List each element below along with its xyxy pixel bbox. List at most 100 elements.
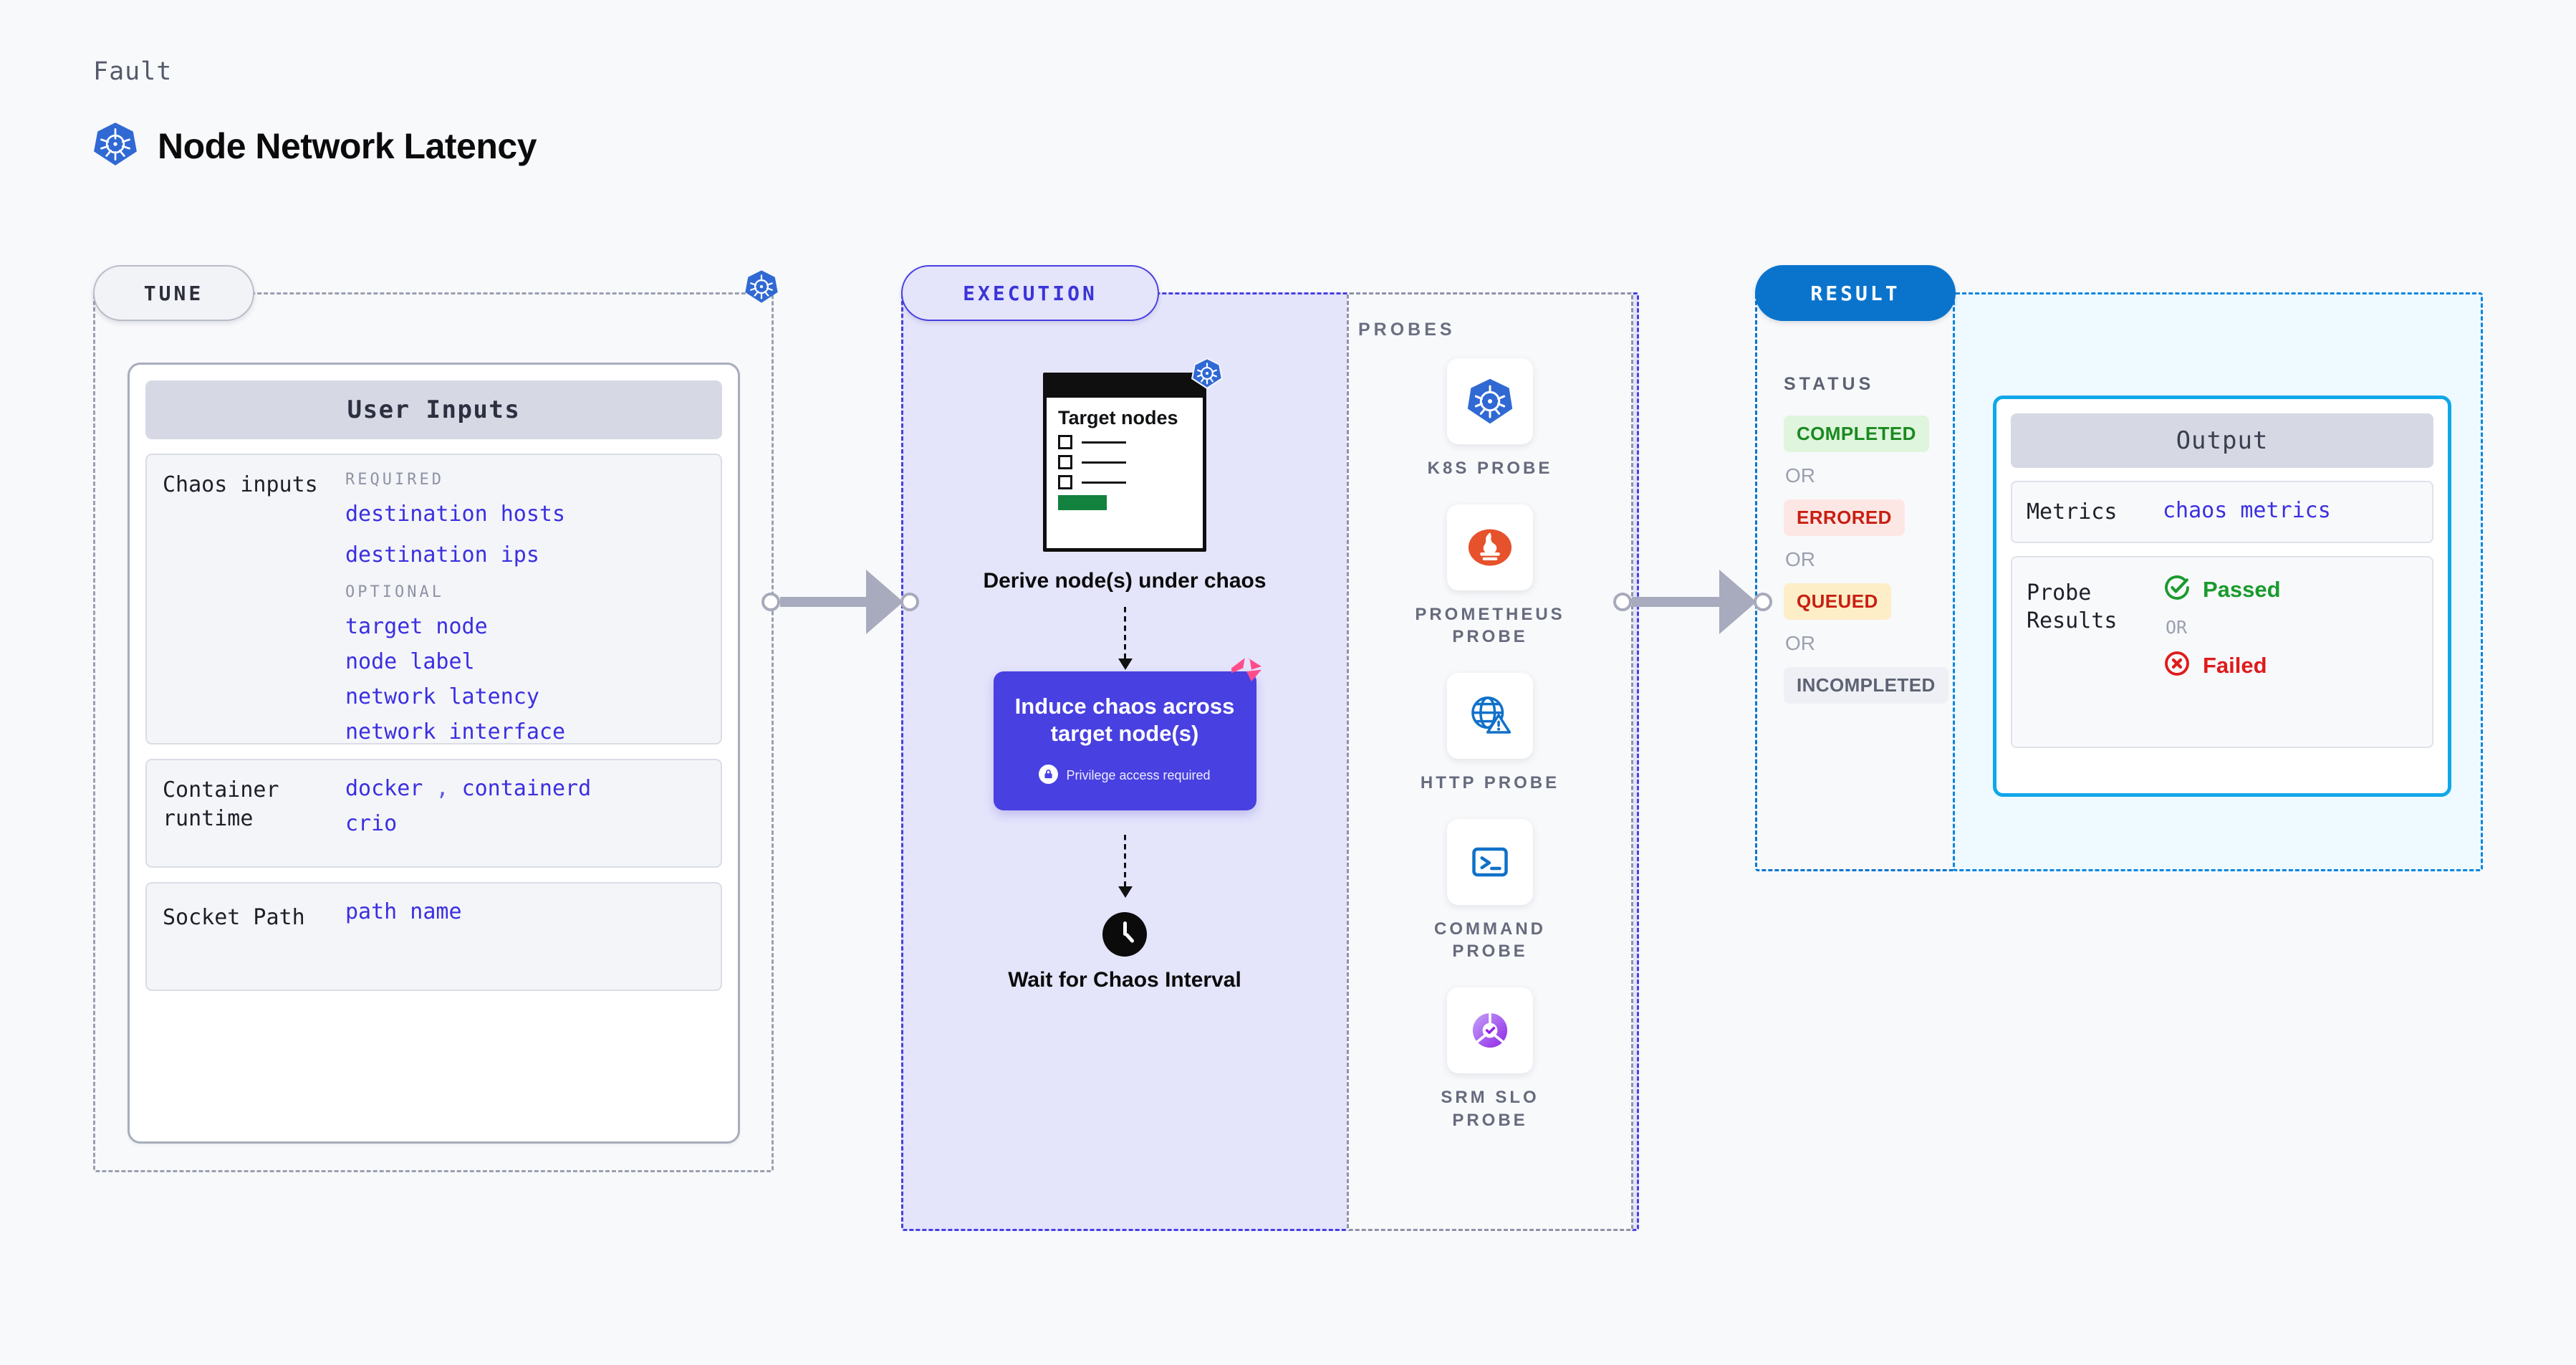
list-line: [1082, 461, 1126, 464]
probe-item-k8s[interactable]: K8S PROBE: [1428, 358, 1553, 480]
container-runtime-label: Container runtime: [163, 777, 279, 831]
terminal-title: Target nodes: [1058, 407, 1178, 428]
socket-path-label: Socket Path: [163, 905, 305, 930]
runtime-crio[interactable]: crio: [345, 811, 398, 836]
probes-title: PROBES: [1358, 320, 1456, 340]
metrics-value[interactable]: chaos metrics: [2163, 498, 2331, 523]
tune-frame: [93, 292, 774, 1172]
probe-results-label: Probe Results: [2027, 580, 2118, 633]
execution-flow: Target nodes: [953, 357, 1297, 993]
probe-label: HTTP PROBE: [1420, 773, 1560, 793]
kubernetes-icon: [1446, 358, 1533, 444]
status-or-3: OR: [1785, 632, 1815, 654]
required-group-title: REQUIRED: [345, 471, 444, 489]
probe-item-http[interactable]: HTTP PROBE: [1421, 673, 1559, 795]
checkbox-icon: [1058, 455, 1072, 470]
runtime-containerd[interactable]: containerd: [461, 776, 592, 801]
status-badge-queued: QUEUED: [1784, 583, 1891, 620]
chaos-inputs-label: Chaos inputs: [163, 472, 318, 497]
probe-label: SRM SLO PROBE: [1441, 1088, 1539, 1130]
tune-card: User Inputs Chaos inputs REQUIRED destin…: [128, 363, 740, 1144]
chaos-inputs-section: Chaos inputs REQUIRED destination hosts …: [145, 454, 722, 744]
panel-label-execution[interactable]: EXECUTION: [901, 265, 1159, 321]
status-title: STATUS: [1784, 374, 1875, 394]
panel-label-result[interactable]: RESULT: [1755, 265, 1956, 321]
status-badge-completed: COMPLETED: [1784, 416, 1929, 452]
privilege-note: Privilege access required: [1009, 764, 1241, 787]
probe-result-or: OR: [2166, 617, 2188, 638]
derive-nodes-step: Target nodes: [1043, 357, 1224, 552]
kubernetes-icon: [92, 120, 139, 171]
status-badge-incompleted: INCOMPLETED: [1784, 667, 1948, 704]
output-metrics-row: Metrics chaos metrics: [2011, 481, 2433, 543]
runtime-docker[interactable]: docker: [345, 776, 423, 801]
container-runtime-section: Container runtime docker , containerd cr…: [145, 759, 722, 868]
probes-frame: [1347, 292, 1633, 1231]
terminal-prompt-icon: [1447, 818, 1533, 905]
induce-chaos-label: Induce chaos across target node(s): [1014, 694, 1235, 746]
connector-bar: [1632, 597, 1719, 607]
input-network-latency[interactable]: network latency: [345, 684, 539, 709]
harness-logo-icon: [1226, 651, 1267, 695]
connector-arrowhead: [1719, 570, 1756, 634]
probe-label: COMMAND PROBE: [1434, 919, 1546, 962]
socket-path-value[interactable]: path name: [345, 899, 462, 924]
probe-result-passed: Passed: [2163, 573, 2281, 605]
checkbox-icon: [1058, 435, 1072, 450]
tune-card-title: User Inputs: [145, 380, 722, 439]
globe-alert-icon: [1447, 673, 1533, 760]
probes-list: K8S PROBE PROMETHEUS PROBE: [1347, 358, 1633, 1156]
socket-path-section: Socket Path path name: [145, 882, 722, 991]
runtime-separator: ,: [436, 776, 449, 801]
status-list: COMPLETED OR ERRORED OR QUEUED OR INCOMP…: [1784, 416, 1956, 704]
clock-icon: [1102, 911, 1147, 957]
status-badge-errored: ERRORED: [1784, 499, 1905, 536]
input-target-node[interactable]: target node: [345, 614, 488, 639]
kubernetes-icon: [744, 269, 779, 308]
input-node-label[interactable]: node label: [345, 649, 475, 674]
optional-group-title: OPTIONAL: [345, 583, 444, 601]
terminal-action-bar: [1058, 495, 1107, 511]
checkbox-icon: [1058, 475, 1072, 490]
connector-dot-end: [900, 593, 919, 611]
metrics-label: Metrics: [2027, 499, 2118, 525]
input-network-interface[interactable]: network interface: [345, 719, 566, 744]
probe-item-prometheus[interactable]: PROMETHEUS PROBE: [1400, 504, 1580, 648]
failed-label: Failed: [2203, 652, 2267, 678]
output-card-title: Output: [2011, 413, 2433, 468]
flow-arrow-2: [1118, 834, 1133, 899]
passed-label: Passed: [2203, 576, 2281, 602]
connector-tune-to-execution: [761, 570, 919, 634]
page-eyebrow: Fault: [93, 57, 173, 86]
check-circle-icon: [2163, 573, 2191, 605]
status-or-1: OR: [1785, 464, 1815, 487]
probe-result-failed: Failed: [2163, 649, 2281, 681]
connector-dot-end: [1754, 593, 1772, 611]
output-probe-results-row: Probe Results Passed OR: [2011, 556, 2433, 748]
probe-label: PROMETHEUS PROBE: [1415, 604, 1565, 647]
status-or-2: OR: [1785, 548, 1815, 570]
derive-nodes-label: Derive node(s) under chaos: [983, 569, 1267, 593]
input-destination-ips[interactable]: destination ips: [345, 542, 539, 567]
list-line: [1082, 481, 1126, 484]
probe-item-srm-slo[interactable]: SRM SLO PROBE: [1400, 987, 1580, 1131]
page-title: Node Network Latency: [158, 125, 537, 166]
kubernetes-icon: [1191, 357, 1224, 393]
connector-dot-start: [1613, 593, 1632, 611]
page-title-row: Node Network Latency: [92, 120, 537, 171]
privilege-note-text: Privilege access required: [1066, 768, 1211, 783]
probe-item-command[interactable]: COMMAND PROBE: [1400, 818, 1580, 963]
input-destination-hosts[interactable]: destination hosts: [345, 502, 566, 527]
wait-interval-label: Wait for Chaos Interval: [1008, 967, 1241, 992]
lock-icon: [1039, 764, 1059, 787]
panel-label-tune[interactable]: TUNE: [93, 265, 254, 321]
induce-chaos-step[interactable]: Induce chaos across target node(s) Privi…: [993, 658, 1261, 810]
connector-arrowhead: [866, 570, 903, 634]
flow-arrow-1: [1118, 607, 1133, 671]
container-runtime-values-line-1[interactable]: docker , containerd: [345, 776, 713, 801]
x-circle-icon: [2163, 649, 2191, 681]
srm-slo-icon: [1447, 987, 1533, 1074]
prometheus-icon: [1447, 504, 1533, 590]
list-line: [1082, 441, 1126, 444]
